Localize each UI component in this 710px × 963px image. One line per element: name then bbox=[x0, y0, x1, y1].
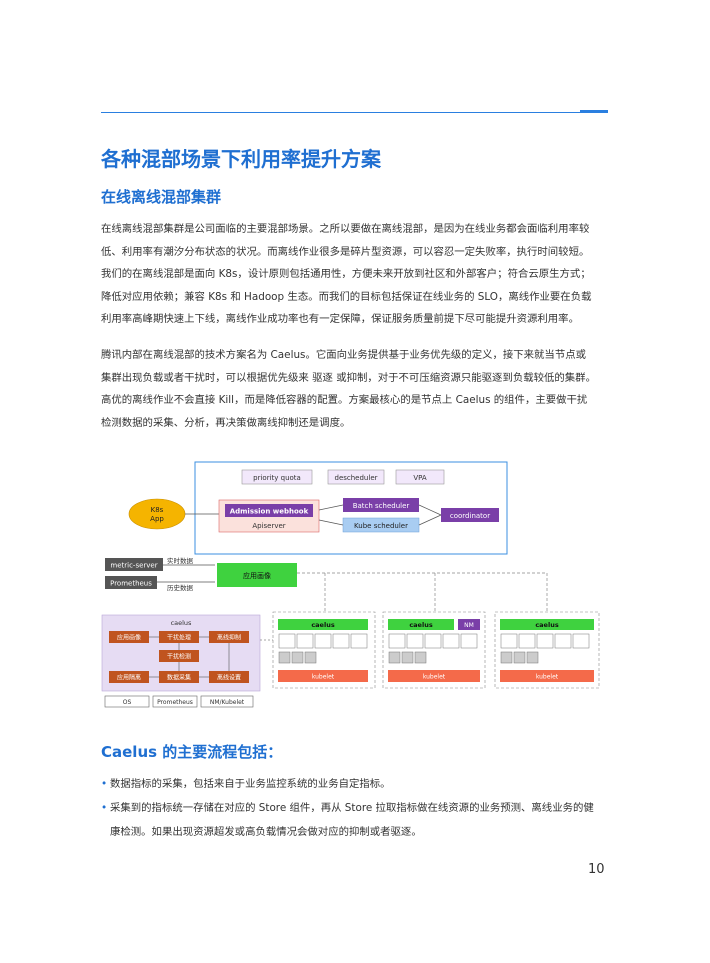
caelus-cell-label: 应用隔离 bbox=[117, 674, 141, 682]
list-item: • 数据指标的采集，包括来自于业务监控系统的业务自定指标。 bbox=[101, 772, 608, 796]
bullet-icon: • bbox=[101, 778, 108, 790]
architecture-diagram: priority quota descheduler VPA K8s App A… bbox=[101, 461, 600, 708]
vpa-box bbox=[395, 469, 445, 485]
page-number: 10 bbox=[588, 862, 605, 877]
page-title: 各种混部场景下利用率提升方案 bbox=[101, 147, 381, 171]
prometheus-box bbox=[105, 576, 157, 589]
paragraph-line: 集群出现负载或者干扰时，可以根据优先级来 驱逐 或抑制，对于不可压缩资源只能驱逐… bbox=[101, 371, 596, 384]
prometheus-small-label: Prometheus bbox=[157, 699, 193, 706]
control-plane-frame bbox=[194, 461, 508, 555]
paragraph-line: 利用率高峰期快速上下线，离线作业成功率也有一定保障，保证服务质量前提下尽可能提升… bbox=[101, 313, 579, 325]
list-item-text: 康检测。如果出现资源超发或高负载情况会做对应的抑制或者驱逐。 bbox=[110, 826, 422, 838]
app-profile-label: 应用画像 bbox=[243, 571, 271, 580]
paragraph-1: 在线离线混部集群是公司面临的主要混部场景。之所以要做在离线混部，是因为在线业务都… bbox=[101, 218, 608, 331]
caelus-cell bbox=[159, 671, 199, 683]
paragraph-line: 降低对应用依赖；兼容 K8s 和 Hadoop 生态。而我们的目标包括保证在线业… bbox=[101, 290, 592, 303]
node-caelus-bar bbox=[278, 619, 368, 630]
caelus-cell-label: 干扰处理 bbox=[167, 634, 191, 642]
node-kubelet-label: kubelet bbox=[536, 674, 559, 681]
node-caelus-bar bbox=[500, 619, 594, 630]
header-rule-accent bbox=[580, 110, 608, 113]
caelus-cell bbox=[159, 631, 199, 643]
caelus-panel-title: caelus bbox=[171, 619, 192, 627]
header-rule bbox=[101, 112, 608, 113]
node-2: caelus NM kubelet bbox=[382, 611, 486, 689]
node-kubelet-label: kubelet bbox=[423, 674, 446, 681]
k8s-app-label-1: K8s bbox=[151, 506, 164, 514]
nm-kubelet-label: NM/Kubelet bbox=[210, 699, 245, 706]
paragraph-line: 在线离线混部集群是公司面临的主要混部场景。之所以要做在离线混部，是因为在线业务都… bbox=[101, 223, 590, 235]
caelus-cell bbox=[159, 650, 199, 662]
metric-server-box bbox=[105, 558, 163, 571]
node-1: caelus kubelet bbox=[272, 611, 376, 689]
admission-webhook-label: Admission webhook bbox=[230, 508, 309, 516]
list-item-text: 数据指标的采集，包括来自于业务监控系统的业务自定指标。 bbox=[110, 778, 391, 790]
node-kubelet-bar bbox=[500, 670, 594, 682]
paragraph-line: 检测数据的采集、分析，再决策做离线抑制还是调度。 bbox=[101, 416, 351, 429]
node-caelus-label: caelus bbox=[535, 621, 559, 629]
realtime-data-label: 实时数据 bbox=[167, 556, 194, 565]
connector bbox=[318, 519, 344, 526]
vpa-label: VPA bbox=[413, 474, 427, 482]
node-nm-box bbox=[458, 619, 480, 630]
os-label: OS bbox=[123, 699, 132, 706]
prometheus-label: Prometheus bbox=[110, 580, 152, 588]
descheduler-box bbox=[327, 469, 385, 485]
paragraph-2: 腾讯内部在离线混部的技术方案名为 Caelus。它面向业务提供基于业务优先级的定… bbox=[101, 344, 608, 434]
apiserver-label: Apiserver bbox=[252, 522, 285, 530]
coordinator-box bbox=[441, 508, 499, 522]
caelus-cell-label: 离线抑制 bbox=[217, 634, 241, 642]
paragraph-line: 我们的在离线混部是面向 K8s，设计原则包括通用性，方便未来开放到社区和外部客户… bbox=[101, 268, 591, 280]
prometheus-small-box bbox=[152, 695, 198, 708]
metric-server-label: metric-server bbox=[110, 562, 157, 570]
node-kubelet-bar bbox=[388, 670, 480, 682]
caelus-cell-label: 应用画像 bbox=[117, 634, 141, 642]
caelus-cell bbox=[209, 631, 249, 643]
section-heading-online-offline: 在线离线混部集群 bbox=[101, 188, 222, 206]
caelus-cell-label: 数据采集 bbox=[167, 674, 191, 682]
connector bbox=[418, 504, 442, 516]
node-caelus-bar bbox=[388, 619, 454, 630]
connector bbox=[418, 514, 442, 526]
k8s-app-node bbox=[128, 498, 186, 530]
node-3: caelus kubelet bbox=[494, 611, 600, 689]
node-kubelet-label: kubelet bbox=[312, 674, 335, 681]
node-nm-label: NM bbox=[464, 622, 474, 629]
paragraph-line: 高优的离线作业不会直接 Kill，而是降低容器的配置。方案最核心的是节点上 Ca… bbox=[101, 394, 588, 406]
os-box bbox=[104, 695, 150, 708]
admission-webhook-box bbox=[225, 504, 313, 517]
priority-quota-label: priority quota bbox=[253, 474, 301, 482]
history-data-label: 历史数据 bbox=[167, 583, 194, 592]
k8s-app-label-2: App bbox=[150, 515, 164, 523]
nm-kubelet-box bbox=[200, 695, 254, 708]
caelus-cell-label: 干扰检测 bbox=[167, 653, 191, 661]
connector bbox=[318, 504, 344, 511]
list-item-text: 采集到的指标统一存储在对应的 Store 组件，再从 Store 拉取指标做在线… bbox=[110, 802, 594, 814]
batch-scheduler-box bbox=[343, 498, 419, 512]
list-item: • 采集到的指标统一存储在对应的 Store 组件，再从 Store 拉取指标做… bbox=[101, 796, 608, 844]
caelus-cell-label: 离线设置 bbox=[217, 674, 241, 682]
paragraph-line: 低、利用率有潮汐分布状态的状况。而离线作业很多是碎片型资源，可以容忍一定失败率，… bbox=[101, 245, 590, 258]
node-caelus-label: caelus bbox=[311, 621, 335, 629]
node-kubelet-bar bbox=[278, 670, 368, 682]
bullet-icon: • bbox=[101, 802, 108, 814]
descheduler-label: descheduler bbox=[335, 474, 378, 482]
caelus-cell bbox=[109, 671, 149, 683]
batch-scheduler-label: Batch scheduler bbox=[353, 502, 410, 510]
app-profile-box bbox=[217, 563, 297, 587]
caelus-flow-list: • 数据指标的采集，包括来自于业务监控系统的业务自定指标。 • 采集到的指标统一… bbox=[101, 772, 608, 844]
section-heading-caelus-flow: Caelus 的主要流程包括： bbox=[101, 743, 283, 761]
node-caelus-label: caelus bbox=[409, 621, 433, 629]
priority-quota-box bbox=[241, 469, 313, 485]
coordinator-label: coordinator bbox=[450, 512, 490, 520]
paragraph-line: 腾讯内部在离线混部的技术方案名为 Caelus。它面向业务提供基于业务优先级的定… bbox=[101, 349, 586, 361]
caelus-cell bbox=[209, 671, 249, 683]
caelus-cell bbox=[109, 631, 149, 643]
kube-scheduler-label: Kube scheduler bbox=[354, 522, 408, 530]
